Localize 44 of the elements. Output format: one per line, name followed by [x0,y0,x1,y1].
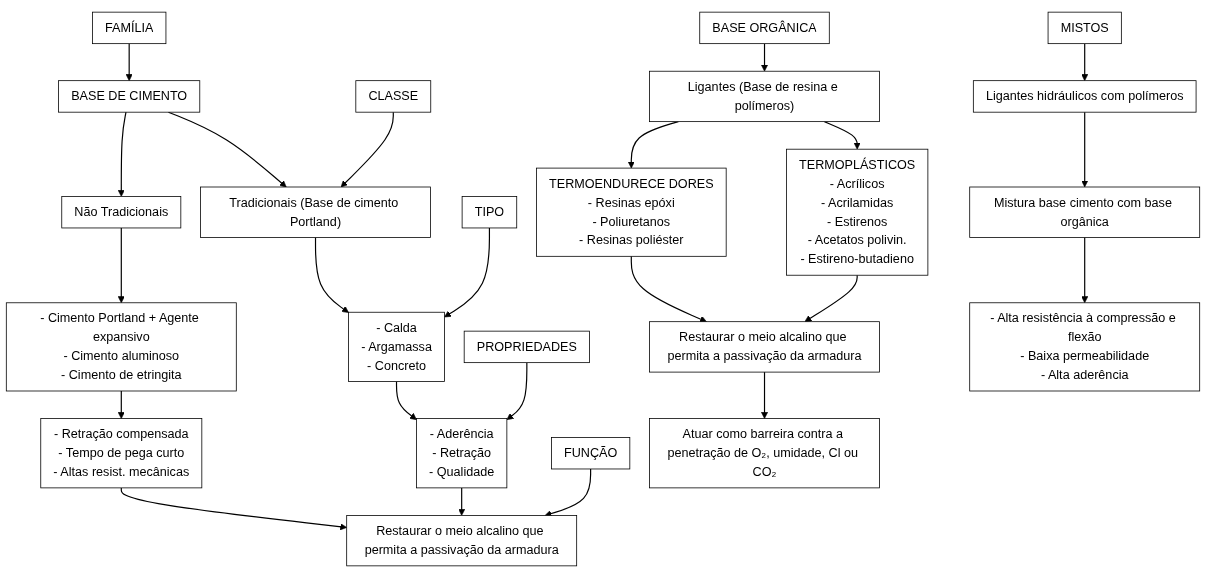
arrow [804,274,858,322]
node-box: FUNÇÃO [551,437,631,470]
node-box: Restaurar o meio alcalino que permita a passivação da armadura [346,515,578,567]
node-box: Mistura base cimento com base orgânica [969,186,1201,238]
arrow [506,362,528,420]
node-box: BASE DE CIMENTO [58,80,201,113]
node-box: Atuar como barreira contra a penetração de O₂, umidade, Cl ou CO₂ [649,418,880,489]
arrow [125,43,133,81]
node-box: - Retração compensada - Tempo de pega curto - Altas resist. mecânicas [40,418,203,489]
arrow [444,227,490,318]
node-box: FAMÍLIA [92,11,167,45]
node-box: Tradicionais (Base de cimento Portland) [200,186,431,238]
arrow [544,468,592,517]
arrow [1081,111,1089,188]
node-box: PROPRIEDADES [463,330,590,364]
node-box: TIPO [461,196,518,229]
arrow [117,111,127,197]
node-box: CLASSE [355,80,432,113]
arrow [761,43,768,72]
arrow [823,121,861,150]
arrow [761,371,768,419]
arrow [314,236,349,313]
node-box: Não Tradicionais [61,196,182,229]
arrow [395,380,417,420]
node-box: - Cimento Portland + Agente expansivo - Cimento aluminoso - Cimento de etringita [5,302,237,392]
arrow [627,121,679,169]
node-box: BASE ORGÂNICA [699,11,830,45]
node-box: TERMOPLÁSTICOS - Acrílicos - Acrilamidas - Estirenos - Acetatos polivin. - Estireno-butadieno [786,148,929,276]
arrow [340,111,394,188]
node-box: Restaurar o meio alcalino que permita a passivação da armadura [649,321,880,373]
node-box: - Aderência - Retração - Qualidade [416,418,508,489]
arrow [117,390,125,419]
node-box: TERMOENDURECE DORES - Resinas epóxi - Poliuretanos - Resinas poliéster [536,167,727,257]
node-box: - Calda - Argamassa - Concreto [348,311,445,382]
arrow [630,255,707,323]
arrow [1081,43,1089,81]
arrow [458,487,466,516]
node-box: Ligantes (Base de resina e polímeros) [649,70,880,123]
node-box: MISTOS [1047,11,1122,45]
arrow [120,487,347,531]
arrow [117,227,125,304]
node-box: Ligantes hidráulicos com polímeros [972,80,1197,113]
node-box: - Alta resistência à compressão e flexão - Baixa permeabilidade - Alta aderência [969,302,1201,392]
arrow [1081,236,1089,304]
